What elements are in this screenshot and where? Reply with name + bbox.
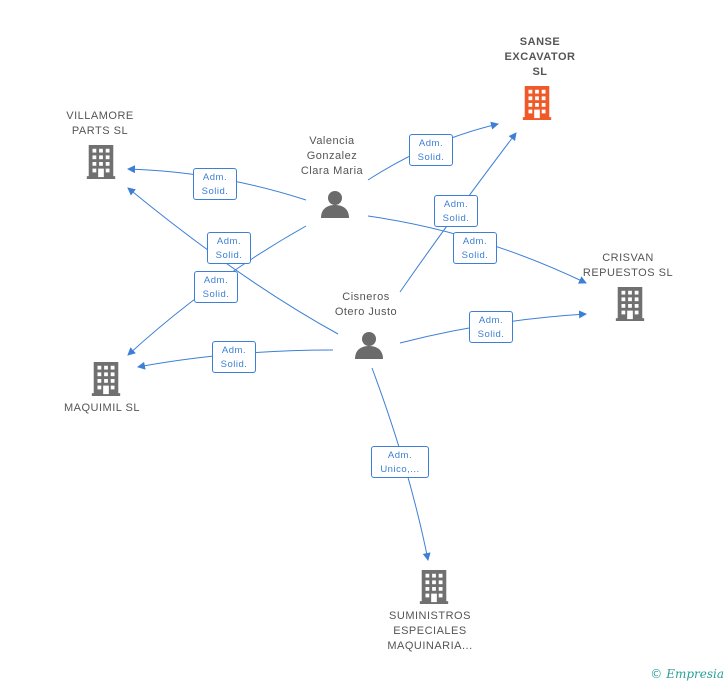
edge-label-valencia-villamore: Adm.Solid. [193, 168, 237, 200]
maquimil-building-icon [91, 362, 121, 396]
node-label-cisneros[interactable]: Cisneros Otero Justo [334, 291, 398, 318]
edge-label-cisneros-villamore: Adm.Solid. [207, 232, 251, 264]
brand-footer[interactable]: ©Empresia [650, 667, 724, 681]
valencia-person-icon [321, 191, 349, 218]
node-label-sanse[interactable]: SANSE EXCAVATOR SL [504, 36, 576, 78]
node-label-villamore[interactable]: VILLAMORE PARTS SL [66, 110, 134, 137]
edge-label-cisneros-maquimil: Adm.Solid. [212, 341, 256, 373]
node-label-valencia[interactable]: Valencia Gonzalez Clara Maria [300, 135, 364, 177]
edge-label-cisneros-suministros: Adm.Unico,... [371, 446, 429, 478]
crisvan-building-icon [615, 287, 645, 321]
edge-label-valencia-crisvan: Adm.Solid. [453, 232, 497, 264]
sanse-building-icon [522, 86, 552, 120]
node-label-crisvan[interactable]: CRISVAN REPUESTOS SL [582, 252, 674, 279]
copyright-icon: © [650, 667, 663, 681]
edge-label-cisneros-crisvan: Adm.Solid. [469, 311, 513, 343]
edge-label-valencia-sanse: Adm.Solid. [409, 134, 453, 166]
node-label-suministros[interactable]: SUMINISTROS ESPECIALES MAQUINARIA... [387, 610, 473, 652]
edge-cisneros-villamore [127, 187, 339, 335]
brand-logo: Empresia [666, 667, 724, 681]
suministros-building-icon [419, 570, 449, 604]
edge-label-cisneros-sanse: Adm.Solid. [434, 195, 478, 227]
node-label-maquimil[interactable]: MAQUIMIL SL [64, 402, 140, 414]
villamore-building-icon [86, 145, 116, 179]
edge-label-valencia-maquimil: Adm.Solid. [194, 271, 238, 303]
cisneros-person-icon [355, 332, 383, 359]
